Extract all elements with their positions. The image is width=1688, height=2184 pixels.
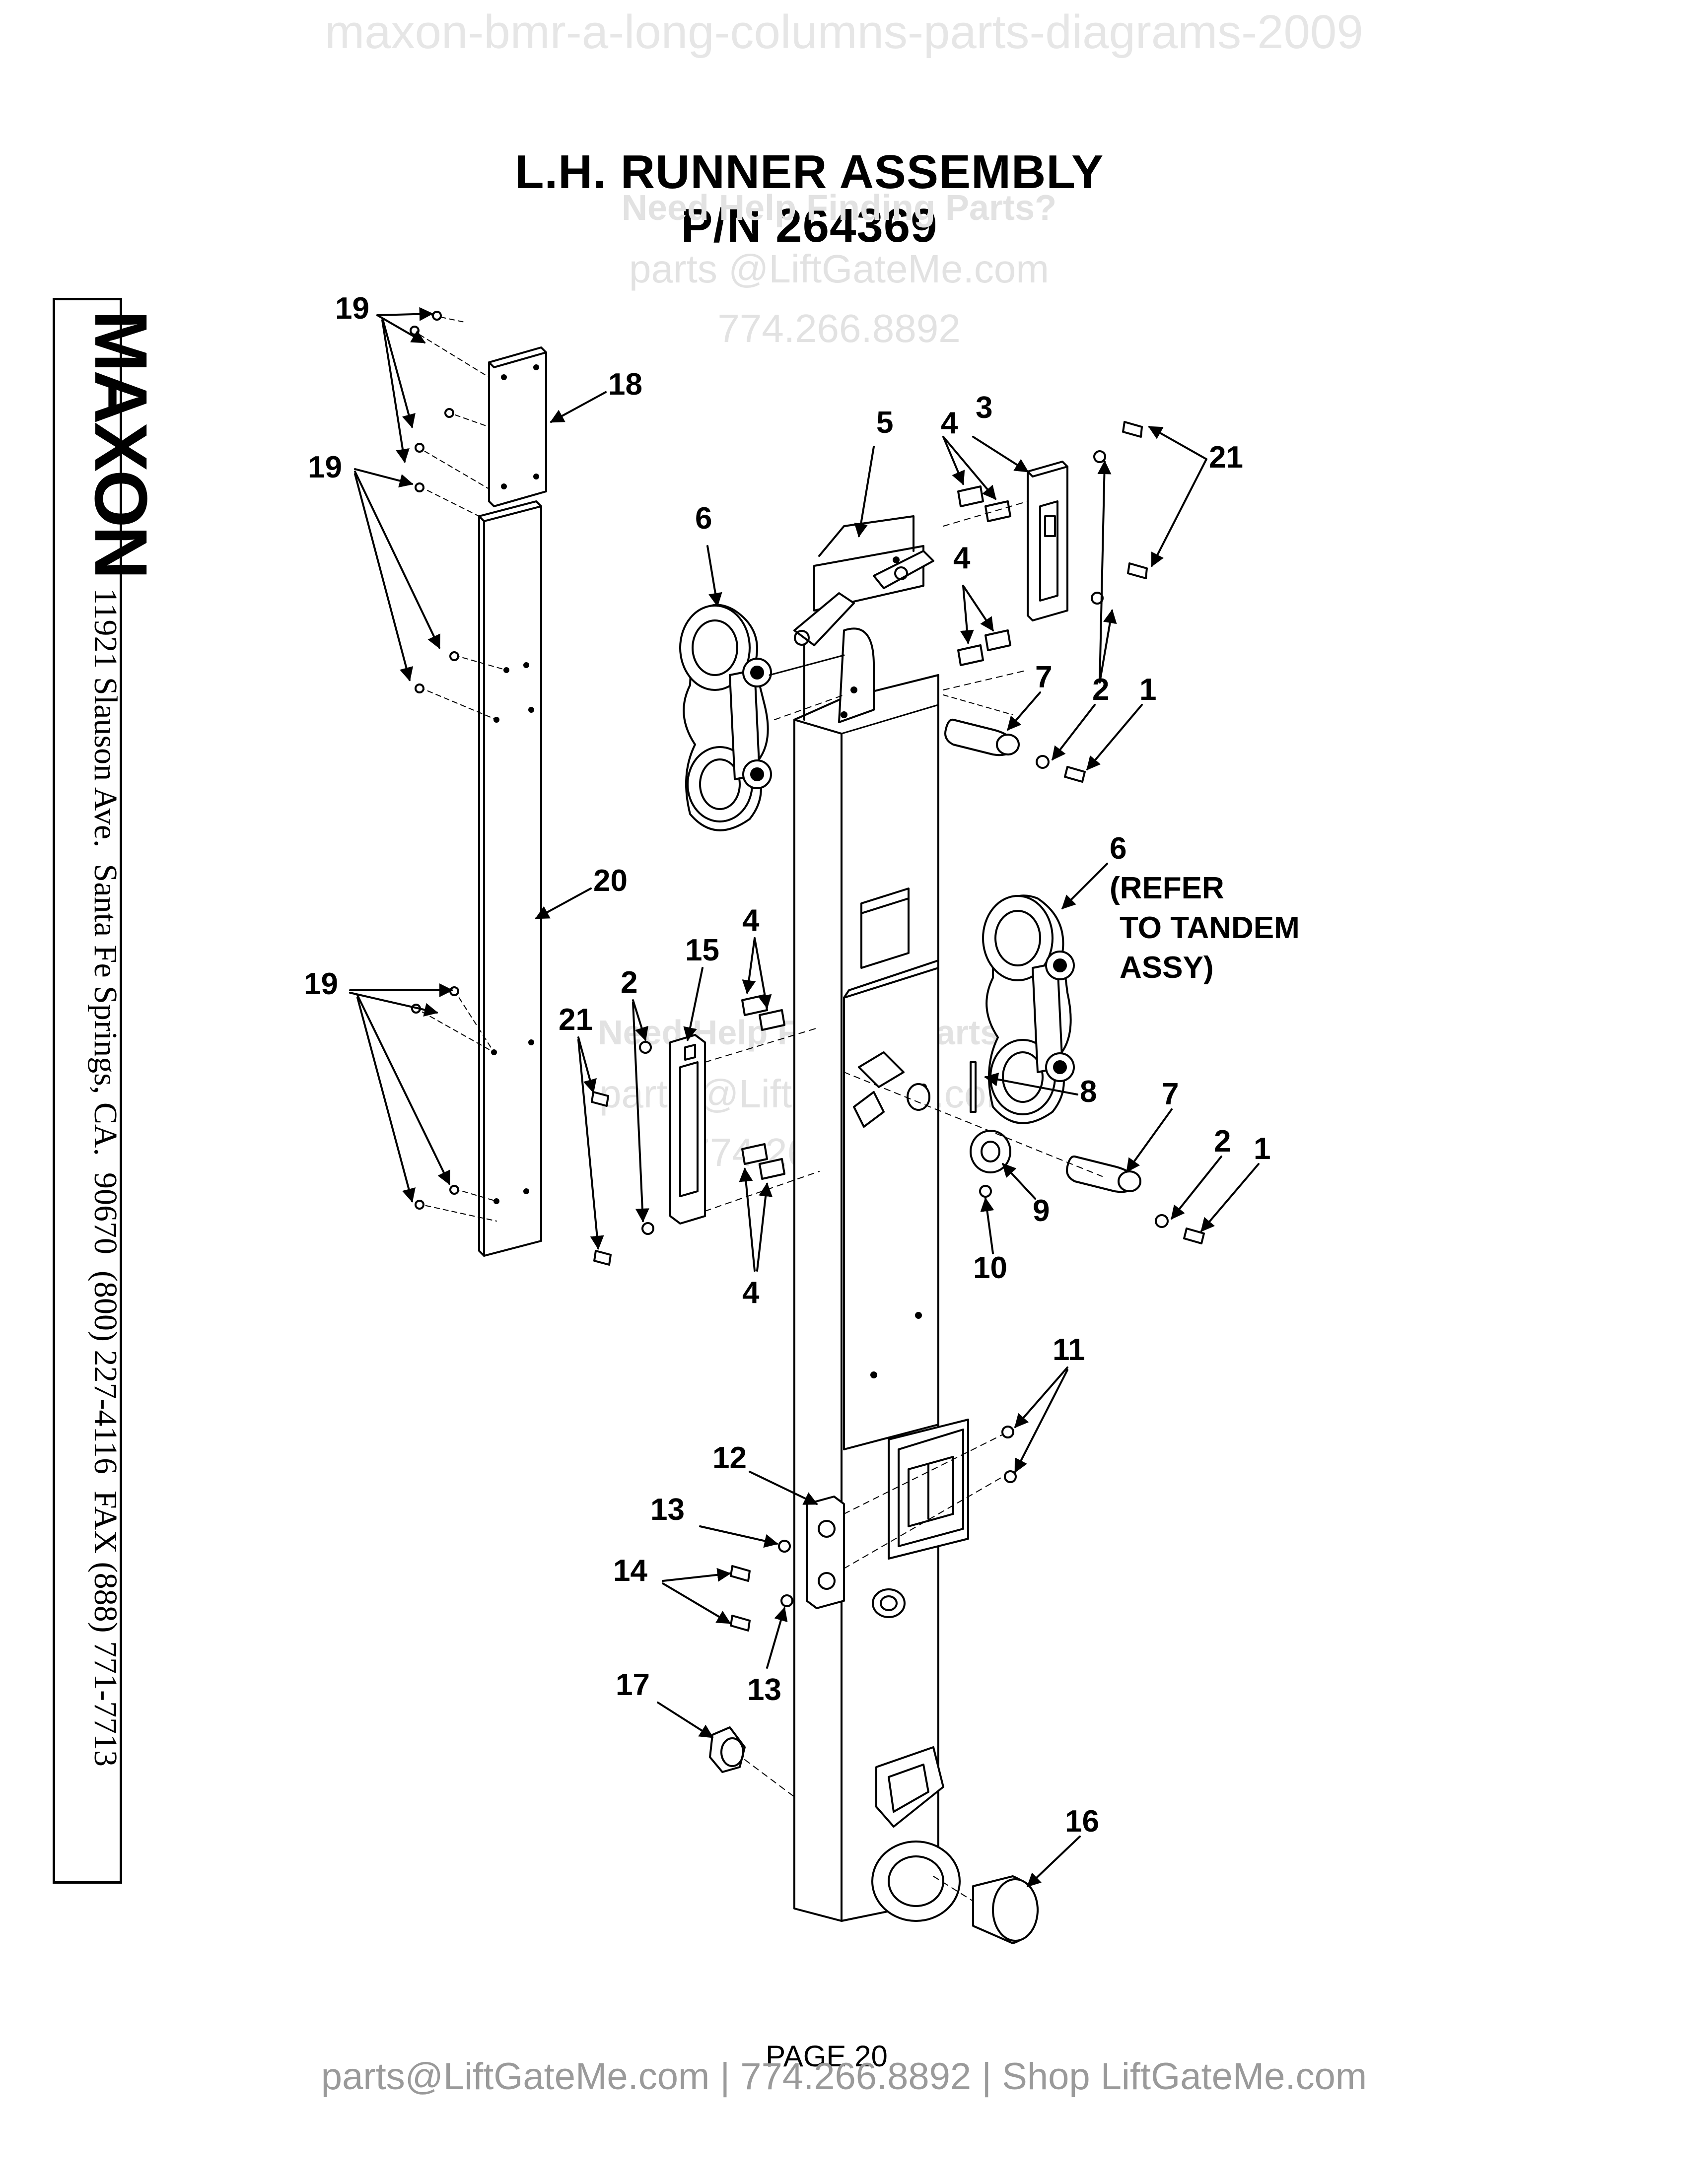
runner-column	[793, 515, 969, 1922]
pin-8-washer-9-nut-10	[970, 1061, 1011, 1198]
callout-1-lower: 1	[1254, 1132, 1270, 1166]
stop-block	[1027, 461, 1068, 621]
callout-8: 8	[1080, 1075, 1097, 1109]
callout-1-upper: 1	[1139, 673, 1156, 707]
bushing-16	[972, 1875, 1039, 1944]
plate-12	[806, 1496, 845, 1609]
top-plate	[488, 346, 547, 507]
callout-14: 14	[613, 1554, 647, 1588]
callout-19-top: 19	[335, 291, 369, 326]
bolts-21	[591, 421, 1148, 1266]
roller-assembly-lower	[982, 894, 1075, 1124]
watermark-email: parts @LiftGateMe.com	[629, 247, 1049, 291]
pin-7-lower	[1066, 1155, 1205, 1244]
callout-13-lower: 13	[747, 1673, 781, 1707]
wear-strip	[478, 500, 542, 1257]
callout-4-mid-2: 4	[742, 1276, 760, 1310]
watermark-phone: 774.266.8892	[717, 306, 961, 350]
roller-assembly-upper	[679, 604, 845, 831]
callout-4-top-1: 4	[941, 406, 958, 440]
bushing-17	[709, 1726, 746, 1773]
callout-6-note-2: TO TANDEM	[1120, 911, 1300, 945]
part-number: P/N 264369	[681, 199, 938, 252]
footer-contact: parts@LiftGateMe.com | 774.266.8892 | Sh…	[321, 2055, 1367, 2098]
callout-4-mid-1: 4	[742, 903, 760, 938]
callout-11: 11	[1053, 1333, 1085, 1367]
callout-4-top-2: 4	[953, 541, 971, 575]
callout-2-upper: 2	[1092, 673, 1109, 707]
callout-20: 20	[593, 864, 628, 898]
callout-6-note-1: (REFER	[1110, 871, 1224, 905]
callout-19-low: 19	[304, 967, 338, 1001]
pin-7-upper	[943, 694, 1086, 783]
page-number: PAGE 20	[766, 2040, 888, 2073]
callout-16: 16	[1065, 1804, 1099, 1839]
nuts-11	[1001, 1426, 1017, 1483]
callout-18: 18	[608, 367, 642, 402]
document-header-watermark: maxon-bmr-a-long-columns-parts-diagrams-…	[325, 5, 1363, 59]
leader-lines	[349, 307, 1260, 1887]
shims-4	[741, 485, 1011, 1180]
callout-labels: 19 18 19 5 4 3 21 6 4 7 2 1 6 (REFER TO …	[304, 291, 1300, 1839]
callout-2-left: 2	[621, 965, 637, 1000]
callout-19-mid: 19	[308, 450, 342, 484]
diagram-title: L.H. RUNNER ASSEMBLY	[514, 145, 1104, 199]
callout-5: 5	[876, 406, 893, 440]
slide-bracket-15	[669, 1034, 706, 1225]
callout-2-lower: 2	[1214, 1124, 1231, 1159]
callout-9: 9	[1033, 1194, 1050, 1228]
callout-15: 15	[685, 933, 719, 967]
callout-7-upper: 7	[1035, 660, 1052, 694]
callout-3: 3	[976, 391, 992, 425]
watermark-heading: Need Help Finding Parts?	[621, 188, 1057, 228]
company-sidebar: MAXON 11921 Slauson Ave. Santa Fe Spring…	[53, 298, 163, 1884]
callout-6-lower: 6	[1110, 831, 1126, 866]
callout-6-note-3: ASSY)	[1120, 951, 1213, 985]
callout-21-left: 21	[559, 1003, 593, 1037]
washers-13-bolts-14	[730, 1540, 793, 1632]
callout-13-upper: 13	[650, 1493, 685, 1527]
callout-7-lower: 7	[1162, 1077, 1179, 1111]
callout-17: 17	[616, 1668, 650, 1702]
callout-10: 10	[973, 1251, 1007, 1285]
callout-12: 12	[712, 1441, 747, 1475]
callout-6-upper: 6	[695, 501, 712, 536]
callout-21-top: 21	[1209, 440, 1243, 475]
